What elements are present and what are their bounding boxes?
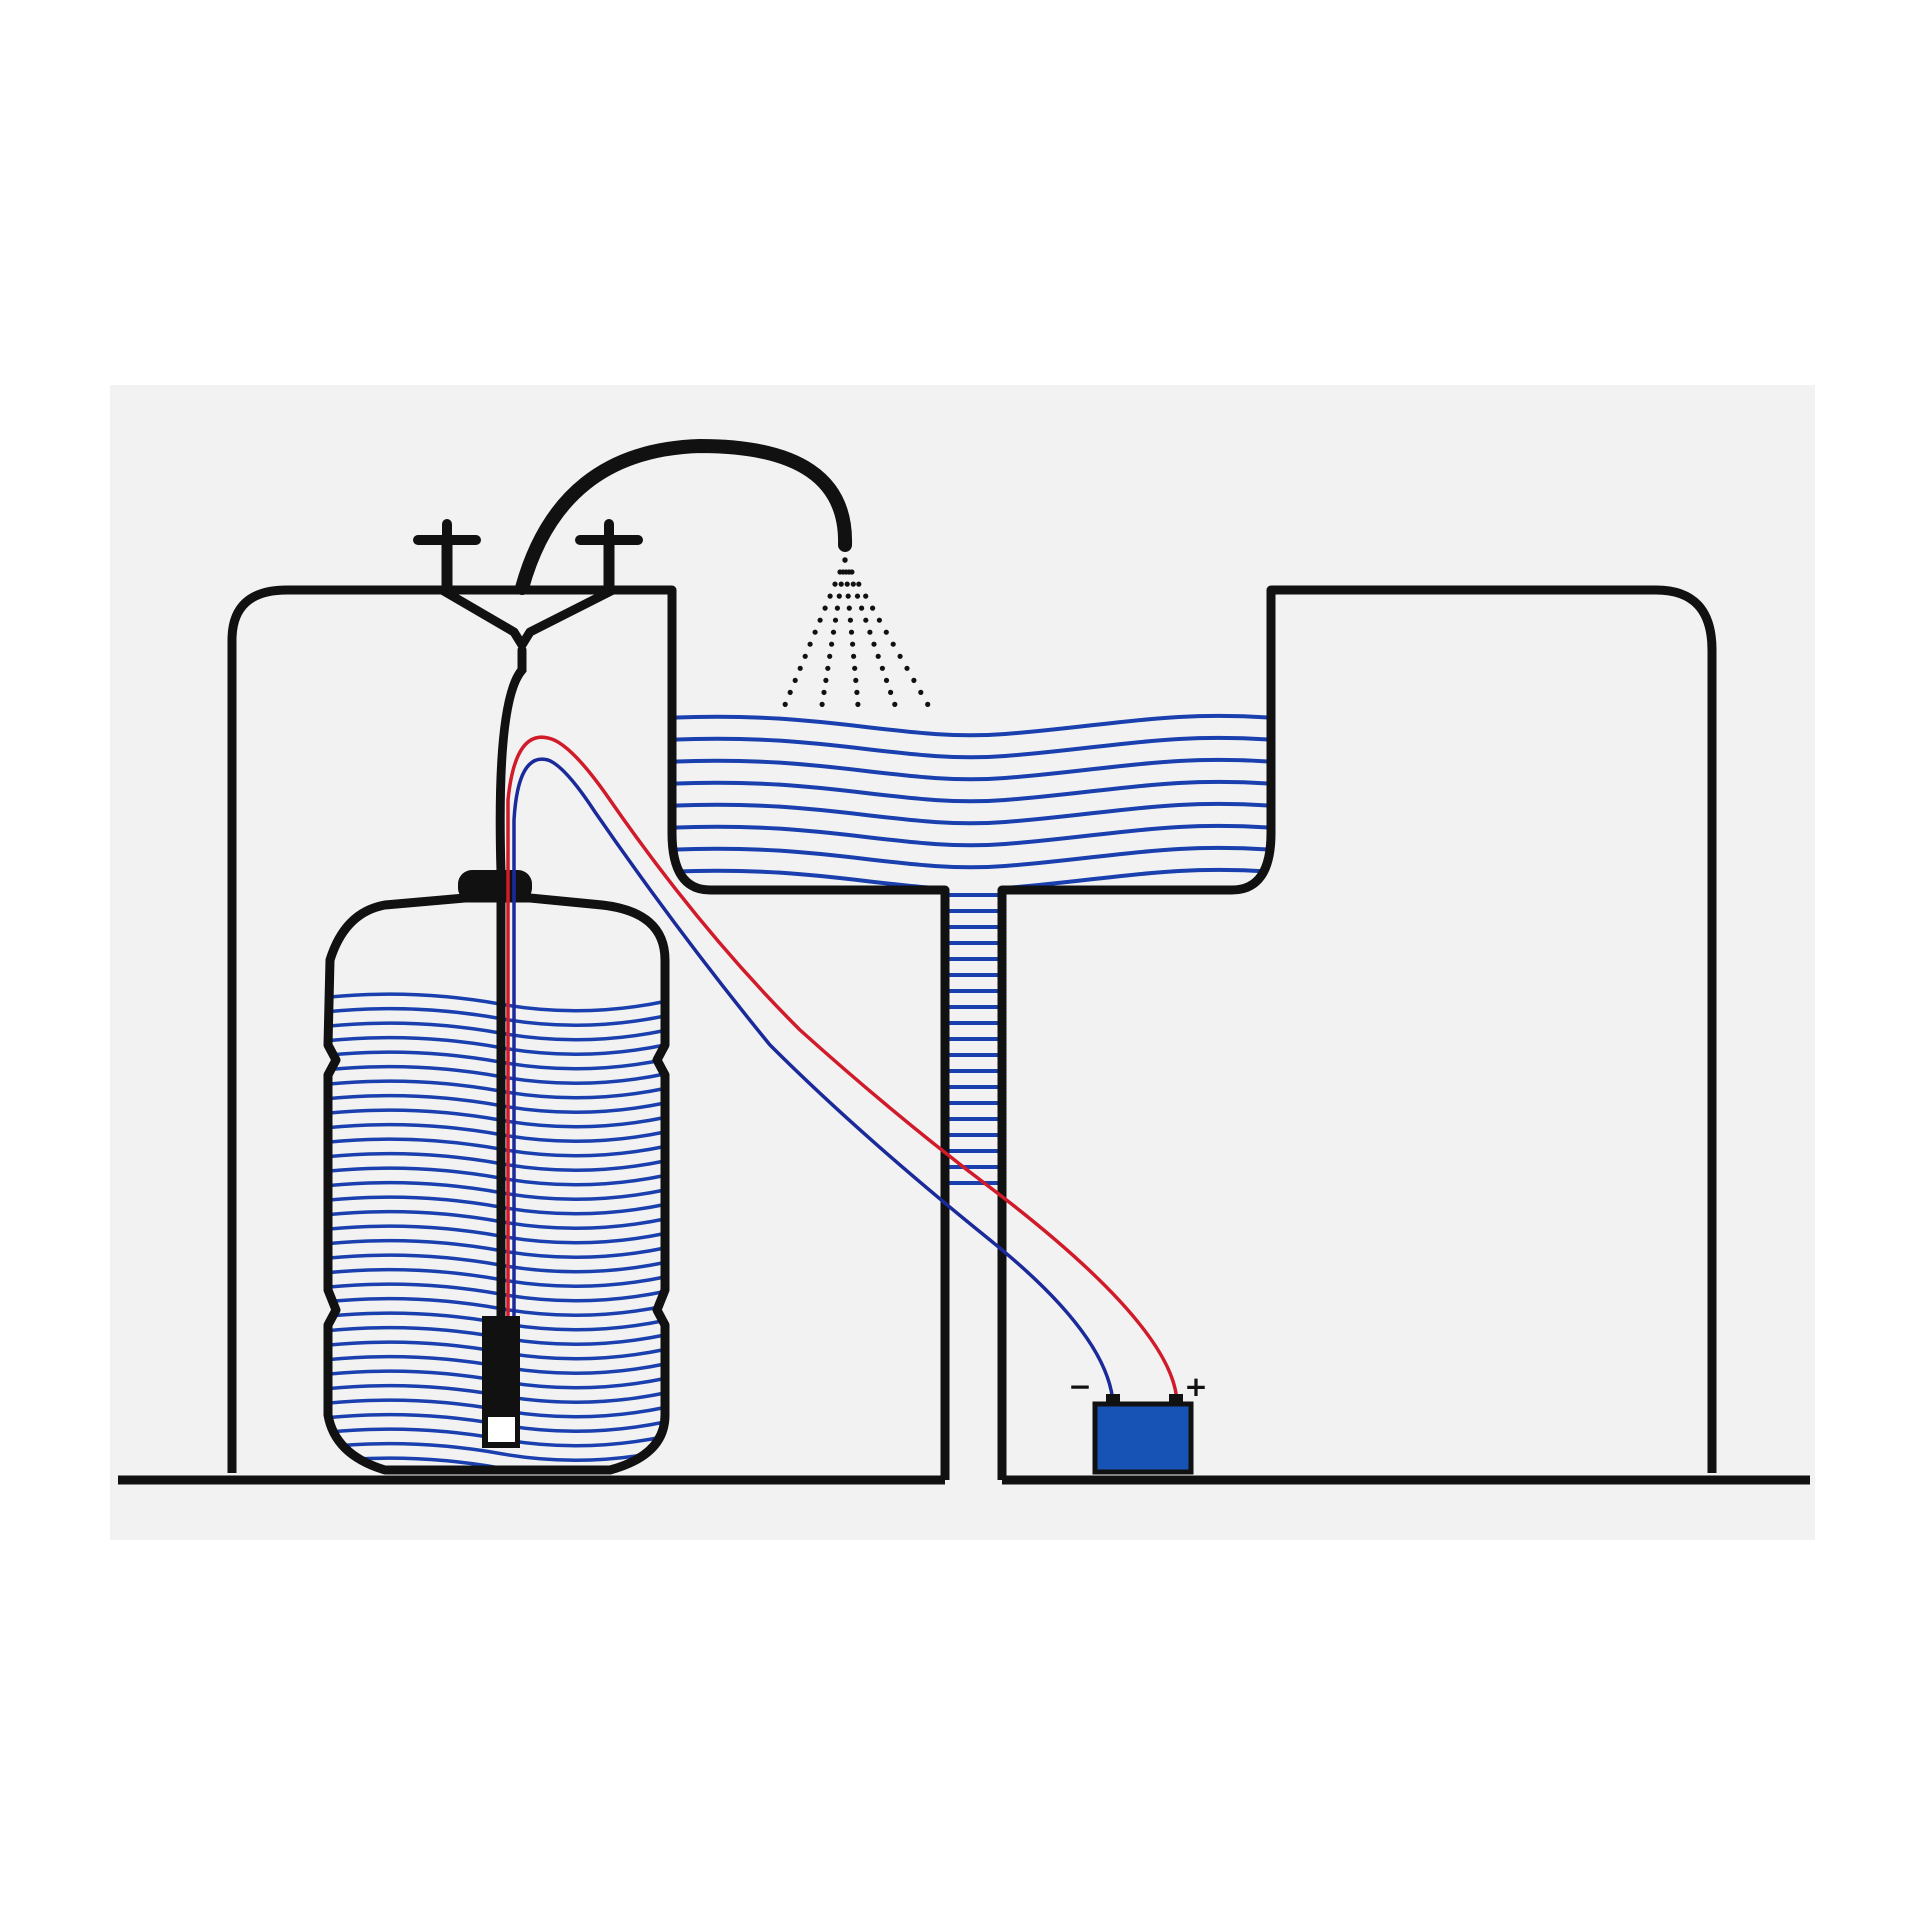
spray-droplet xyxy=(848,629,855,635)
spray-droplet xyxy=(883,677,890,684)
pump-intake xyxy=(488,1417,515,1442)
right-cabinet xyxy=(997,585,1717,1480)
spray-droplet xyxy=(792,677,798,684)
spray-droplet xyxy=(883,629,889,635)
spray-droplet xyxy=(834,605,841,611)
basin-water-line xyxy=(673,801,1268,826)
spray-droplet xyxy=(854,689,860,696)
spray-droplet xyxy=(890,641,896,647)
spray-droplet xyxy=(830,629,837,635)
spray-droplet xyxy=(867,629,873,635)
positive-wire xyxy=(506,735,1179,1404)
spray-droplet xyxy=(888,689,894,696)
spray-droplet xyxy=(846,605,852,611)
spray-droplet xyxy=(918,689,924,696)
spray-droplet xyxy=(911,677,917,684)
spray-droplet xyxy=(797,665,803,671)
spray-droplet xyxy=(856,581,862,587)
spray-droplet xyxy=(875,653,881,659)
spray-droplet xyxy=(897,653,903,659)
spray-droplet xyxy=(829,641,835,647)
spray-droplet xyxy=(827,653,833,659)
spray-droplet xyxy=(850,641,856,647)
spray-droplet xyxy=(853,677,859,684)
basin-water-line xyxy=(673,713,1268,738)
spray-droplet xyxy=(802,653,808,659)
spray-droplet xyxy=(870,605,876,611)
spray-droplet xyxy=(925,701,931,708)
supply-hose xyxy=(495,645,527,877)
panel-background xyxy=(110,385,1815,1540)
spray-droplet xyxy=(838,581,844,587)
spray-droplet xyxy=(855,701,861,708)
spray-droplet xyxy=(821,689,827,696)
spray-droplet xyxy=(807,641,813,647)
bottle-cap xyxy=(458,870,532,902)
spray-droplet xyxy=(904,665,910,671)
hose-splitter xyxy=(437,585,618,650)
spray-droplet xyxy=(825,665,831,671)
spray-droplet xyxy=(787,689,793,696)
spray-droplet xyxy=(819,701,825,708)
spray-droplet xyxy=(876,617,883,623)
spray-droplet xyxy=(879,665,886,671)
spray-droplet xyxy=(812,629,818,635)
spray-droplet xyxy=(823,677,829,684)
basin-water-line xyxy=(673,735,1268,760)
battery-positive-label: + xyxy=(1184,1370,1207,1403)
spray-droplet xyxy=(836,593,842,599)
spray-droplet xyxy=(852,665,858,671)
spray-droplet xyxy=(847,617,854,623)
spray-droplet xyxy=(850,581,856,587)
left-cabinet xyxy=(227,585,950,1480)
spray-droplet xyxy=(832,581,838,587)
spray-droplet xyxy=(851,653,857,659)
spray-droplet xyxy=(817,617,823,623)
drain-water xyxy=(945,893,1002,1185)
spray-droplet xyxy=(842,557,848,563)
spray-droplet xyxy=(832,617,839,623)
basin-water-line xyxy=(673,867,1268,887)
spray-droplet xyxy=(782,701,788,708)
spray-droplet xyxy=(863,593,869,599)
bottle-water-line xyxy=(328,1441,665,1462)
basin-water-line xyxy=(673,845,1268,870)
basin-water xyxy=(673,713,1268,887)
spray-droplet xyxy=(871,641,877,647)
shower-spray xyxy=(782,557,931,708)
spray-droplet xyxy=(863,617,869,623)
negative-wire xyxy=(512,757,1115,1404)
battery: − + xyxy=(1068,1370,1208,1475)
spray-droplet xyxy=(844,581,850,587)
basin-water-line xyxy=(673,757,1268,782)
valve-handle-left xyxy=(413,519,481,590)
water-bottle xyxy=(323,893,670,1475)
spray-droplet xyxy=(859,605,865,611)
battery-body xyxy=(1092,1401,1194,1475)
spray-droplet xyxy=(854,593,861,599)
battery-negative-label: − xyxy=(1068,1370,1091,1403)
spray-droplet xyxy=(892,701,898,708)
spray-droplet xyxy=(827,593,833,599)
basin-water-line xyxy=(673,779,1268,804)
valve-handle-right xyxy=(575,519,643,590)
shower-hose xyxy=(515,438,853,595)
spray-droplet xyxy=(849,569,855,575)
spray-droplet xyxy=(822,605,828,611)
spray-droplet xyxy=(845,593,851,599)
basin-water-line xyxy=(673,823,1268,848)
